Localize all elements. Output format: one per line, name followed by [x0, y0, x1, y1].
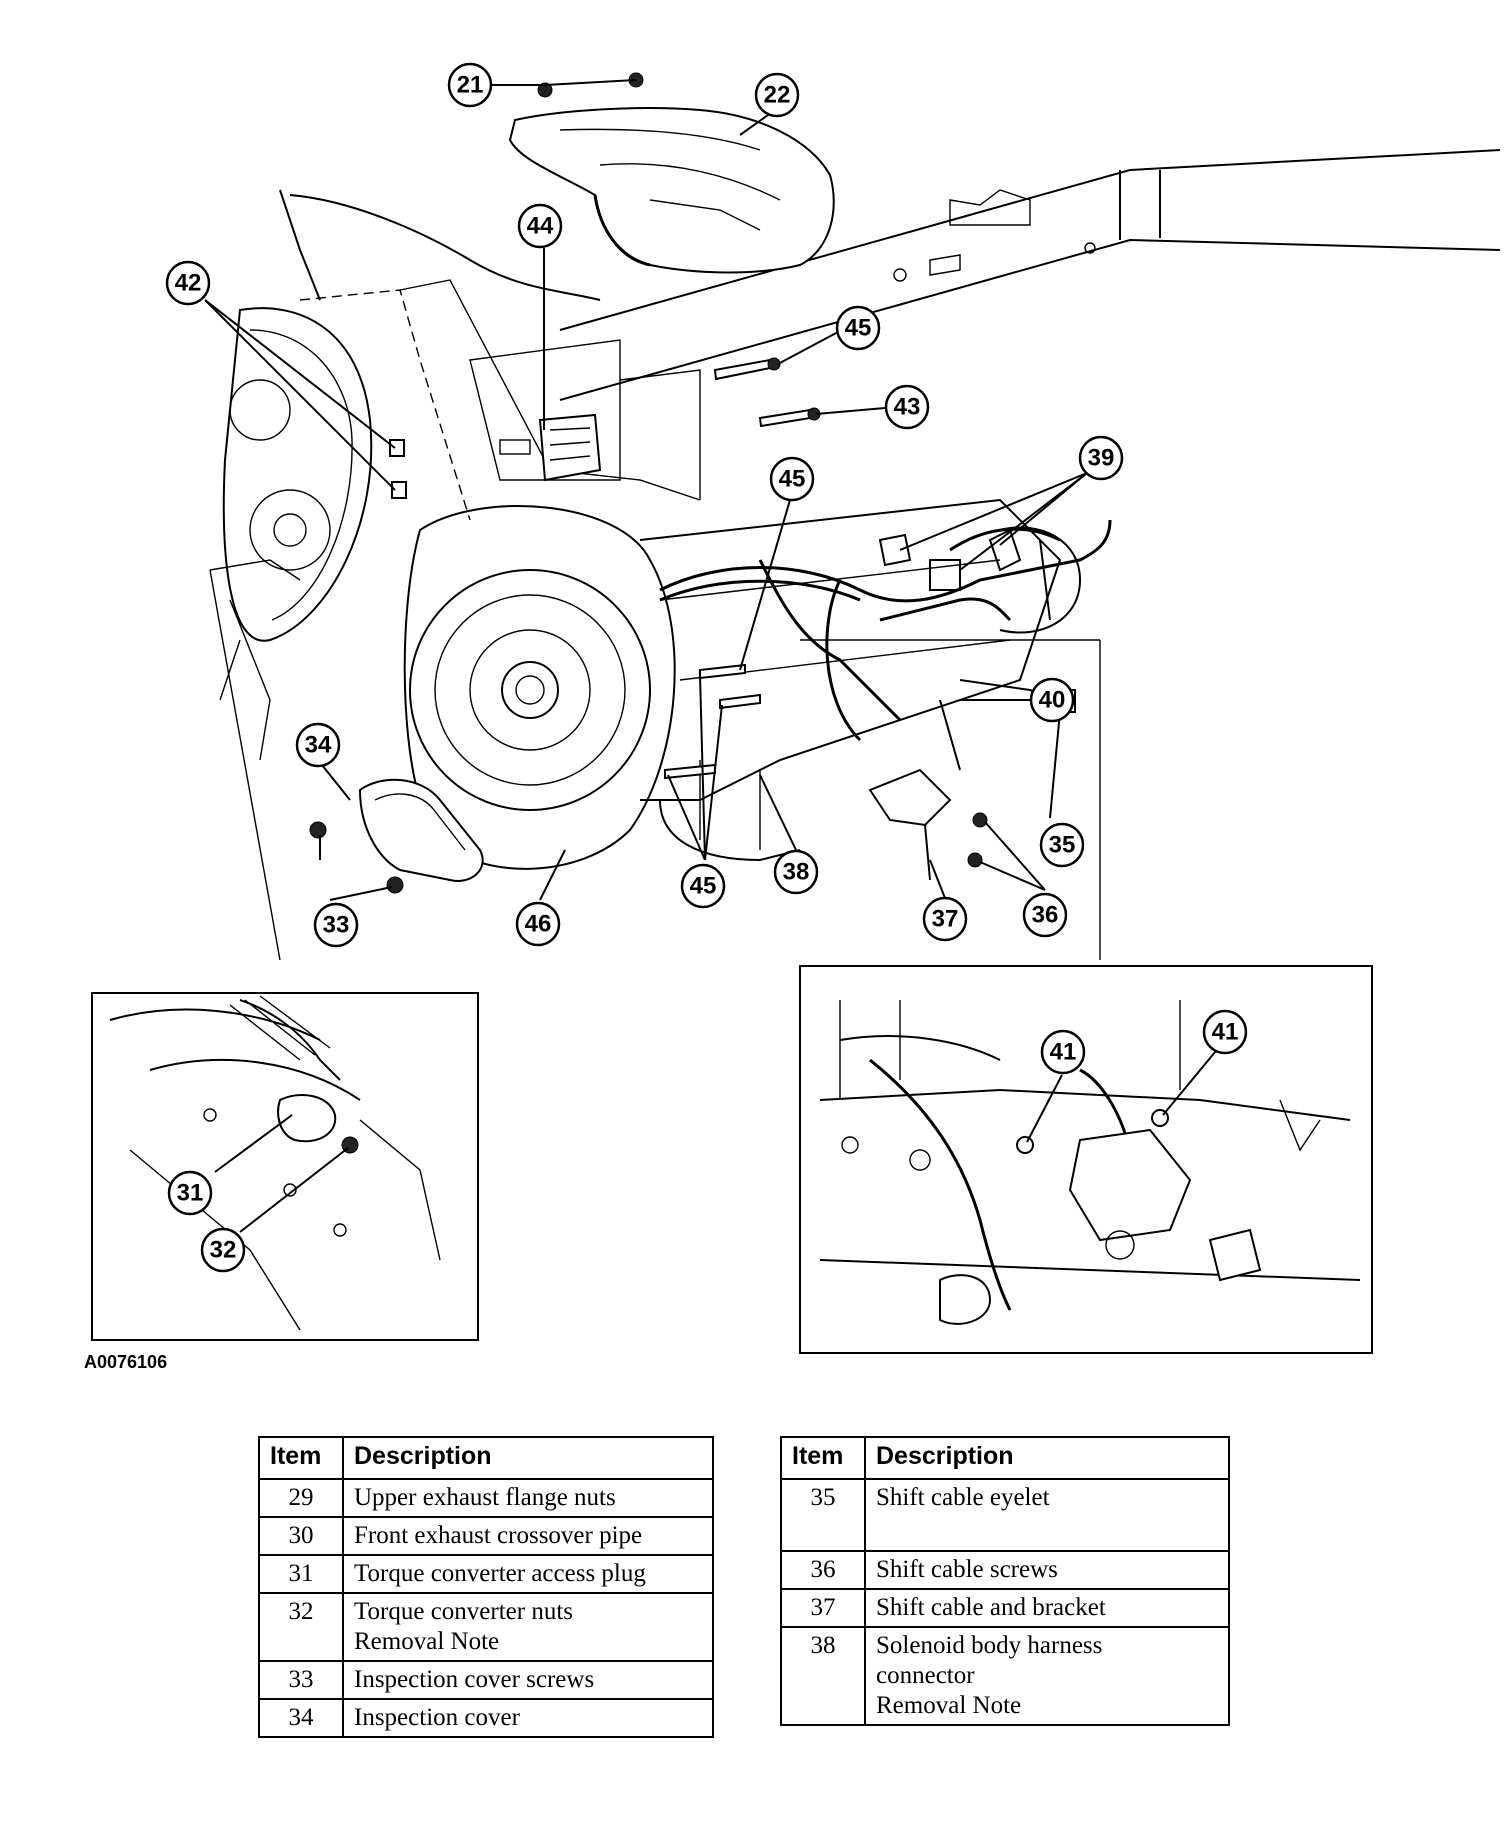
item-header: Item [258, 1436, 344, 1480]
item-description: Upper exhaust flange nuts [342, 1478, 714, 1518]
table-row: 29 Upper exhaust flange nuts [258, 1478, 714, 1518]
figure-id-label: A0076106 [84, 1352, 168, 1372]
item-number: 35 [780, 1478, 866, 1552]
svg-text:35: 35 [1049, 832, 1076, 859]
item-number: 32 [258, 1592, 344, 1662]
callout-45-a: 45 [835, 305, 881, 351]
callout-34: 34 [295, 722, 341, 768]
item-description: Solenoid body harness connector Removal … [864, 1626, 1230, 1726]
legend-table-right: Item Description 35 Shift cable eyelet 3… [780, 1436, 1230, 1726]
svg-text:21: 21 [457, 72, 484, 99]
callout-44: 44 [517, 203, 563, 249]
exploded-transmission-diagram: 21 22 44 42 45 43 39 45 40 34 35 33 46 4… [91, 62, 1501, 1354]
item-description: Front exhaust crossover pipe [342, 1516, 714, 1556]
item-description: Shift cable screws [864, 1550, 1230, 1590]
svg-text:38: 38 [783, 859, 810, 886]
callout-36: 36 [1022, 892, 1068, 938]
callout-21: 21 [447, 62, 493, 108]
legend-table-left: Item Description 29 Upper exhaust flange… [258, 1436, 714, 1738]
svg-text:45: 45 [845, 315, 872, 342]
svg-text:33: 33 [323, 912, 350, 939]
svg-text:37: 37 [932, 906, 959, 933]
item-number: 37 [780, 1588, 866, 1628]
table-row: 36 Shift cable screws [780, 1550, 1230, 1590]
svg-text:32: 32 [210, 1237, 237, 1264]
svg-text:44: 44 [527, 213, 554, 240]
item-description: Torque converter access plug [342, 1554, 714, 1594]
item-number: 38 [780, 1626, 866, 1726]
callout-40: 40 [1029, 677, 1075, 723]
table-row: 34 Inspection cover [258, 1698, 714, 1738]
callout-38: 38 [773, 849, 819, 895]
item-description: Shift cable and bracket [864, 1588, 1230, 1628]
description-header: Description [864, 1436, 1230, 1480]
callout-45-b: 45 [769, 456, 815, 502]
mount-bracket [469, 339, 621, 482]
callout-22: 22 [754, 72, 800, 118]
inset-shift-cable [799, 965, 1373, 1354]
svg-text:41: 41 [1050, 1039, 1077, 1066]
legend-header-row: Item Description [780, 1436, 1230, 1480]
svg-text:43: 43 [894, 394, 921, 421]
description-header: Description [342, 1436, 714, 1480]
callout-41-a: 41 [1040, 1029, 1086, 1075]
legend-header-row: Item Description [258, 1436, 714, 1480]
item-description: Inspection cover [342, 1698, 714, 1738]
callout-41-b: 41 [1202, 1009, 1248, 1055]
item-number: 31 [258, 1554, 344, 1594]
svg-text:42: 42 [175, 270, 202, 297]
item-description: Shift cable eyelet [864, 1478, 1230, 1552]
svg-text:40: 40 [1039, 687, 1066, 714]
svg-text:22: 22 [764, 82, 791, 109]
svg-text:45: 45 [779, 466, 806, 493]
table-row: 38 Solenoid body harness connector Remov… [780, 1626, 1230, 1726]
callouts: 21 22 44 42 45 43 39 45 40 34 35 33 46 4… [165, 62, 1248, 1273]
callout-33: 33 [313, 902, 359, 948]
item-number: 30 [258, 1516, 344, 1556]
svg-text:34: 34 [305, 732, 332, 759]
leader-lines [204, 79, 1226, 1233]
engine-flywheel [219, 307, 407, 761]
callout-35: 35 [1039, 822, 1085, 868]
item-number: 33 [258, 1660, 344, 1700]
table-row: 33 Inspection cover screws [258, 1660, 714, 1700]
svg-text:31: 31 [177, 1180, 204, 1207]
callout-39: 39 [1078, 435, 1124, 481]
svg-text:41: 41 [1212, 1019, 1239, 1046]
inspection-cover [309, 778, 484, 894]
svg-text:45: 45 [690, 873, 717, 900]
table-row: 32 Torque converter nuts Removal Note [258, 1592, 714, 1662]
item-header: Item [780, 1436, 866, 1480]
shift-cable-bracket [868, 768, 952, 881]
callout-37: 37 [922, 896, 968, 942]
item-description: Inspection cover screws [342, 1660, 714, 1700]
callout-42: 42 [165, 260, 211, 306]
item-number: 29 [258, 1478, 344, 1518]
transmission-body [403, 498, 1082, 870]
bolts [537, 72, 988, 868]
svg-text:39: 39 [1088, 445, 1115, 472]
table-row: 31 Torque converter access plug [258, 1554, 714, 1594]
table-row: 35 Shift cable eyelet [780, 1478, 1230, 1552]
svg-text:36: 36 [1032, 902, 1059, 929]
dashed-region [209, 279, 1101, 961]
table-row: 37 Shift cable and bracket [780, 1588, 1230, 1628]
callout-32: 32 [200, 1227, 246, 1273]
inset-torque-converter [91, 992, 479, 1341]
table-row: 30 Front exhaust crossover pipe [258, 1516, 714, 1556]
item-number: 34 [258, 1698, 344, 1738]
callout-31: 31 [167, 1170, 213, 1216]
callout-45-c: 45 [680, 863, 726, 909]
frame-rail [279, 149, 1501, 401]
heat-shield [508, 107, 835, 274]
item-description: Torque converter nuts Removal Note [342, 1592, 714, 1662]
callout-46: 46 [515, 901, 561, 947]
callout-43: 43 [884, 384, 930, 430]
item-number: 36 [780, 1550, 866, 1590]
svg-text:46: 46 [525, 911, 552, 938]
